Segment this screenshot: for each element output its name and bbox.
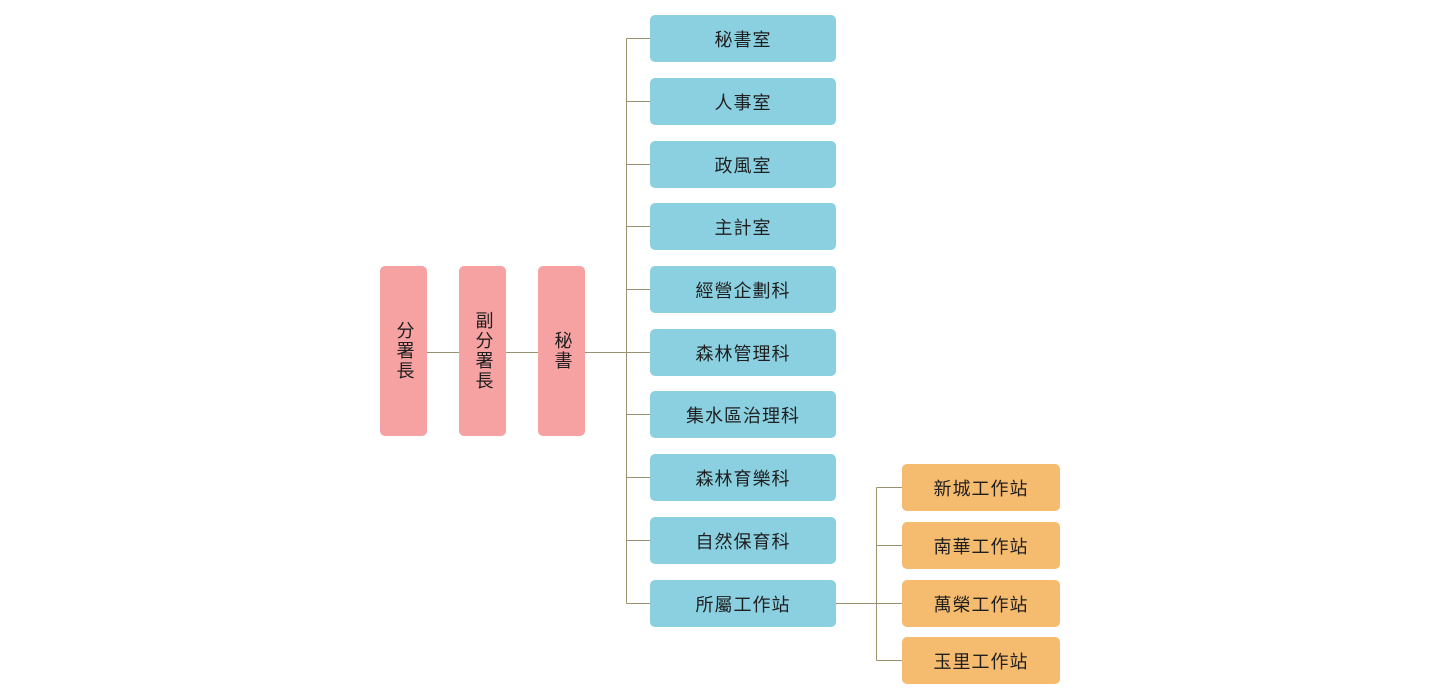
node-director[interactable]: 分署長: [380, 266, 427, 436]
node-unit-personnel[interactable]: 人事室: [650, 78, 836, 125]
node-unit-forest-management[interactable]: 森林管理科: [650, 329, 836, 376]
node-station-label: 萬榮工作站: [933, 594, 1029, 616]
node-unit-secretariat[interactable]: 秘書室: [650, 15, 836, 62]
node-unit-recreation[interactable]: 森林育樂科: [650, 454, 836, 501]
node-station-label: 南華工作站: [933, 536, 1029, 558]
node-unit-label: 所屬工作站: [695, 594, 791, 616]
node-unit-label: 森林管理科: [695, 343, 791, 365]
node-director-label: 分署長: [393, 321, 415, 381]
node-station-nanhua[interactable]: 南華工作站: [902, 522, 1060, 569]
node-unit-accounting[interactable]: 主計室: [650, 203, 836, 250]
node-station-yuli[interactable]: 玉里工作站: [902, 637, 1060, 684]
node-unit-label: 主計室: [714, 217, 772, 239]
node-station-xincheng[interactable]: 新城工作站: [902, 464, 1060, 511]
node-station-wanrong[interactable]: 萬榮工作站: [902, 580, 1060, 627]
node-unit-label: 秘書室: [714, 29, 772, 51]
node-secretary[interactable]: 秘書: [538, 266, 585, 436]
node-unit-label: 自然保育科: [695, 531, 791, 553]
node-unit-conservation[interactable]: 自然保育科: [650, 517, 836, 564]
node-unit-watershed[interactable]: 集水區治理科: [650, 391, 836, 438]
node-unit-stations[interactable]: 所屬工作站: [650, 580, 836, 627]
node-station-label: 新城工作站: [933, 478, 1029, 500]
node-unit-label: 森林育樂科: [695, 468, 791, 490]
node-unit-label: 集水區治理科: [686, 405, 800, 427]
node-unit-planning[interactable]: 經營企劃科: [650, 266, 836, 313]
node-unit-label: 人事室: [714, 92, 772, 114]
node-unit-ethics[interactable]: 政風室: [650, 141, 836, 188]
node-deputy-director[interactable]: 副分署長: [459, 266, 506, 436]
node-unit-label: 經營企劃科: [695, 280, 791, 302]
node-deputy-director-label: 副分署長: [472, 311, 494, 391]
node-secretary-label: 秘書: [551, 331, 573, 371]
node-unit-label: 政風室: [714, 155, 772, 177]
node-station-label: 玉里工作站: [933, 651, 1029, 673]
